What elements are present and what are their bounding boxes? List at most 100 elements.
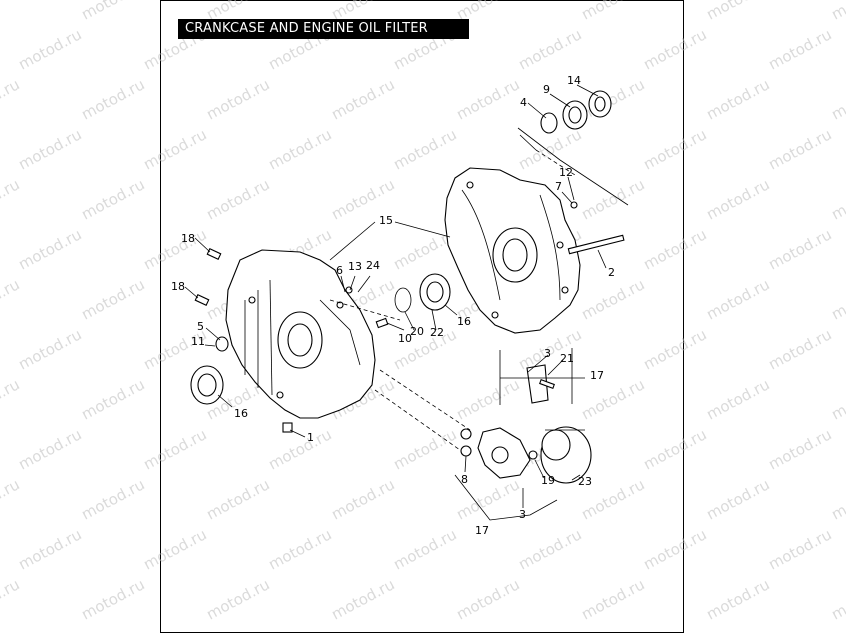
- watermark-text: motod.ru: [828, 575, 846, 623]
- watermark-text: motod.ru: [140, 125, 209, 173]
- watermark-text: motod.ru: [703, 0, 772, 24]
- crankcase-left-half: [225, 249, 376, 419]
- watermark-text: motod.ru: [578, 275, 647, 323]
- callout-19: 19: [541, 474, 555, 487]
- o-rings-8: [460, 428, 472, 457]
- watermark-text: motod.ru: [0, 0, 23, 24]
- watermark-text: motod.ru: [203, 475, 272, 523]
- oil-seal-5: [215, 336, 229, 352]
- watermark-text: motod.ru: [140, 525, 209, 573]
- callout-10: 10: [398, 332, 412, 345]
- callout-20: 20: [410, 325, 424, 338]
- watermark-text: motod.ru: [828, 75, 846, 123]
- watermark-text: motod.ru: [703, 75, 772, 123]
- watermark-text: motod.ru: [765, 525, 834, 573]
- watermark-text: motod.ru: [78, 0, 147, 24]
- watermark-text: motod.ru: [0, 75, 23, 123]
- callout-15: 15: [379, 214, 393, 227]
- bushing-14: [588, 90, 612, 118]
- retaining-ring: [394, 287, 412, 313]
- watermark-text: motod.ru: [0, 275, 23, 323]
- callout-8: 8: [461, 473, 468, 486]
- watermark-text: motod.ru: [203, 575, 272, 623]
- watermark-text: motod.ru: [328, 475, 397, 523]
- callout-5: 5: [197, 320, 204, 333]
- watermark-text: motod.ru: [203, 75, 272, 123]
- watermark-text: motod.ru: [640, 125, 709, 173]
- watermark-text: motod.ru: [515, 25, 584, 73]
- watermark-text: motod.ru: [78, 75, 147, 123]
- crankcase-right-half: [444, 167, 581, 334]
- callout-16-left: 16: [234, 407, 248, 420]
- watermark-text: motod.ru: [765, 225, 834, 273]
- watermark-text: motod.ru: [765, 425, 834, 473]
- callout-11: 11: [191, 335, 205, 348]
- watermark-text: motod.ru: [578, 0, 647, 24]
- plug-1: [282, 422, 293, 433]
- watermark-text: motod.ru: [78, 475, 147, 523]
- watermark-text: motod.ru: [0, 375, 23, 423]
- callout-18-lower: 18: [171, 280, 185, 293]
- watermark-text: motod.ru: [0, 175, 23, 223]
- watermark-text: motod.ru: [78, 375, 147, 423]
- bolt-2: [567, 234, 625, 255]
- bearing-9: [562, 100, 588, 130]
- watermark-text: motod.ru: [78, 175, 147, 223]
- callout-13: 13: [348, 260, 362, 273]
- watermark-text: motod.ru: [640, 425, 709, 473]
- watermark-text: motod.ru: [15, 125, 84, 173]
- callout-22: 22: [430, 326, 444, 339]
- watermark-text: motod.ru: [703, 575, 772, 623]
- watermark-text: motod.ru: [578, 575, 647, 623]
- watermark-text: motod.ru: [390, 425, 459, 473]
- watermark-text: motod.ru: [765, 125, 834, 173]
- callout-12: 12: [559, 166, 573, 179]
- callout-3-upper: 3: [544, 347, 551, 360]
- callout-9: 9: [543, 83, 550, 96]
- watermark-text: motod.ru: [140, 425, 209, 473]
- watermark-text: motod.ru: [828, 175, 846, 223]
- watermark-text: motod.ru: [78, 575, 147, 623]
- callout-21: 21: [560, 352, 574, 365]
- callout-18-upper: 18: [181, 232, 195, 245]
- watermark-text: motod.ru: [828, 475, 846, 523]
- watermark-text: motod.ru: [828, 375, 846, 423]
- oil-filter-23: [540, 426, 592, 484]
- group-brackets: [329, 127, 629, 521]
- dowel-12: [570, 201, 578, 209]
- callout-23: 23: [578, 475, 592, 488]
- callout-16-right: 16: [457, 315, 471, 328]
- watermark-text: motod.ru: [703, 175, 772, 223]
- watermark-text: motod.ru: [515, 525, 584, 573]
- dowel-10: [375, 317, 389, 329]
- watermark-text: motod.ru: [265, 125, 334, 173]
- watermark-text: motod.ru: [765, 25, 834, 73]
- watermark-text: motod.ru: [765, 325, 834, 373]
- bearing-16-right: [419, 273, 451, 311]
- callout-2: 2: [608, 266, 615, 279]
- watermark-text: motod.ru: [203, 175, 272, 223]
- watermark-text: motod.ru: [453, 375, 522, 423]
- callout-4: 4: [520, 96, 527, 109]
- watermark-text: motod.ru: [640, 225, 709, 273]
- watermark-text: motod.ru: [265, 525, 334, 573]
- watermark-text: motod.ru: [578, 175, 647, 223]
- watermark-text: motod.ru: [140, 225, 209, 273]
- oil-filter-mount-bracket: [526, 364, 555, 404]
- watermark-text: motod.ru: [453, 75, 522, 123]
- watermark-text: motod.ru: [78, 275, 147, 323]
- washer-4: [540, 112, 558, 134]
- watermark-text: motod.ru: [328, 75, 397, 123]
- callout-17-upper: 17: [590, 369, 604, 382]
- watermark-text: motod.ru: [0, 575, 23, 623]
- watermark-text: motod.ru: [703, 475, 772, 523]
- watermark-text: motod.ru: [328, 575, 397, 623]
- watermark-text: motod.ru: [265, 425, 334, 473]
- oil-filter-adapter-21: [477, 427, 531, 479]
- watermark-text: motod.ru: [640, 25, 709, 73]
- callout-24: 24: [366, 259, 380, 272]
- watermark-text: motod.ru: [640, 325, 709, 373]
- stud-18-upper: [206, 248, 222, 260]
- leader-lines: [184, 84, 607, 508]
